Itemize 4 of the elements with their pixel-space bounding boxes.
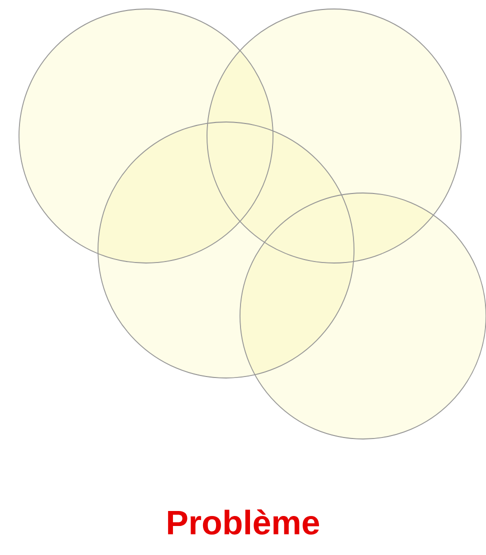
circle: [18, 8, 274, 264]
circle: [98, 122, 354, 378]
circle: [206, 8, 462, 264]
caption: Problème: [168, 509, 320, 535]
